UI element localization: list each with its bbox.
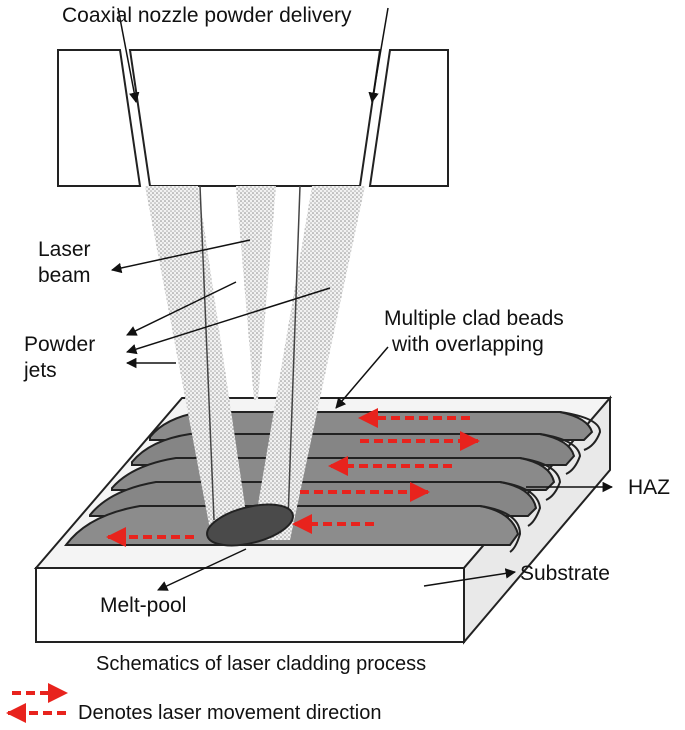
clad-beads <box>64 411 602 553</box>
melt-pool-label: Melt-pool <box>100 594 186 617</box>
laser-beam <box>199 185 301 521</box>
clad-beads-label-2: with overlapping <box>391 333 544 356</box>
powder-jet-cone <box>145 186 365 540</box>
nozzle-center <box>128 49 382 187</box>
clad-beads-label: Multiple clad beads <box>384 307 564 330</box>
coaxial-nozzle <box>57 49 449 187</box>
diagram-caption: Schematics of laser cladding process <box>96 653 426 675</box>
laser-beam-label-2: beam <box>38 264 91 287</box>
leader-lines <box>110 7 614 591</box>
nozzle-left-wall <box>57 49 142 187</box>
movement-arrows <box>106 408 480 547</box>
legend-text: Denotes laser movement direction <box>78 702 381 724</box>
legend: Denotes laser movement direction <box>6 683 381 724</box>
haz-label: HAZ <box>628 476 670 499</box>
nozzle-right-wall <box>368 49 449 187</box>
substrate-label: Substrate <box>520 562 610 585</box>
nozzle-label: Coaxial nozzle powder delivery <box>62 4 352 27</box>
powder-jets-label: Powder <box>24 333 95 356</box>
laser-beam-label: Laser <box>38 238 91 261</box>
powder-jets-label-2: jets <box>23 359 57 382</box>
